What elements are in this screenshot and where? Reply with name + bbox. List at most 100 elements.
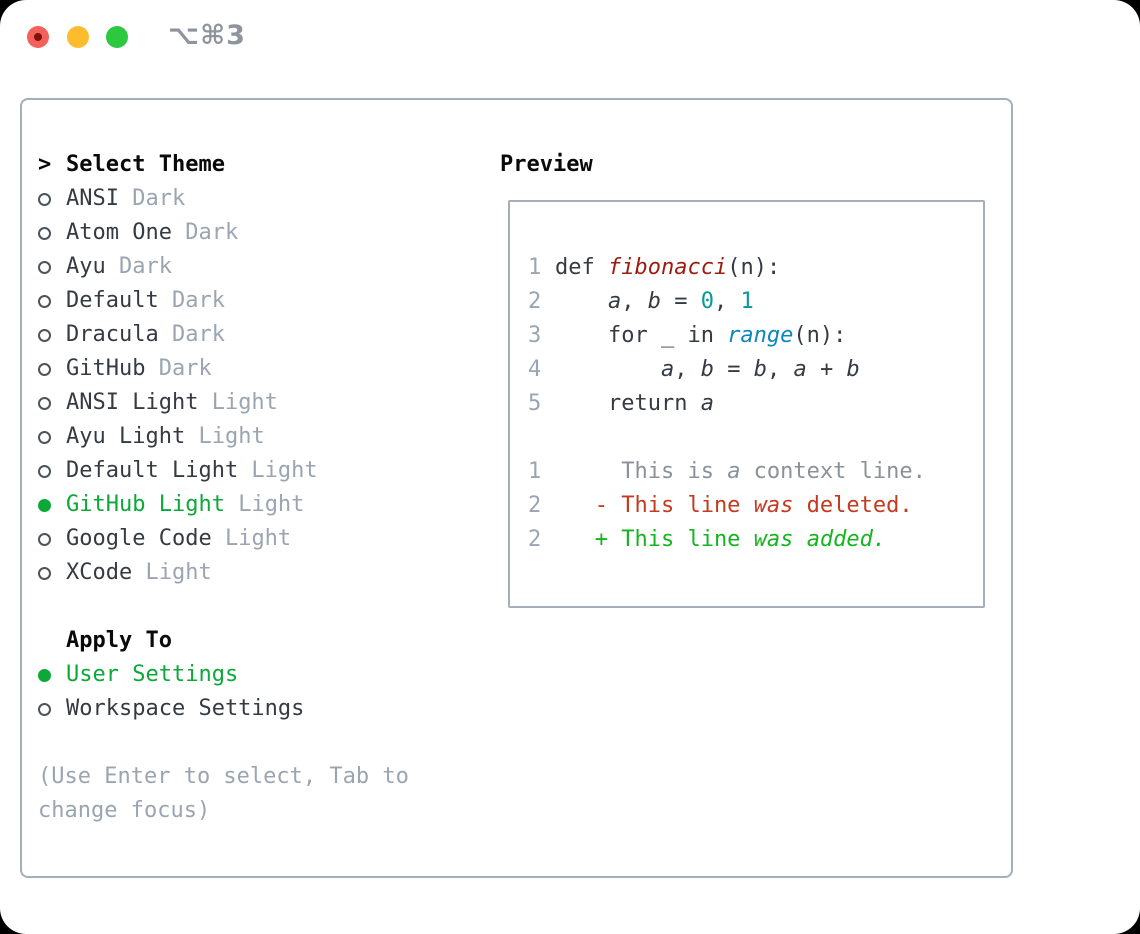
radio-gutter <box>38 658 66 692</box>
theme-option-atom-one[interactable]: Atom One Dark <box>38 216 409 250</box>
theme-variant-label: Light <box>224 492 305 517</box>
line-number: 3 <box>528 323 542 348</box>
radio-gutter <box>38 284 66 318</box>
radio-gutter <box>38 692 66 726</box>
line-content: a, b = b, a + b <box>555 353 860 387</box>
radio-gutter <box>38 386 66 420</box>
token-p: = <box>660 289 701 314</box>
line-number: 4 <box>528 357 542 382</box>
help-line-2: change focus) <box>38 798 211 823</box>
apply-option-workspace-settings[interactable]: Workspace Settings <box>38 692 409 726</box>
close-button[interactable] <box>27 26 49 48</box>
theme-variant-label: Dark <box>118 186 186 211</box>
token-v: a <box>607 289 622 314</box>
radio-selected-icon <box>38 668 51 682</box>
theme-name: XCode <box>66 560 133 585</box>
keyboard-shortcut-label: ⌥⌘3 <box>168 20 246 51</box>
focus-prompt-icon: > <box>38 152 52 177</box>
line-number: 2 <box>528 493 542 518</box>
theme-name: GitHub Light <box>66 492 225 517</box>
token-ctx: context line. <box>740 459 926 484</box>
radio-gutter <box>38 522 66 556</box>
theme-option-github[interactable]: GitHub Dark <box>38 352 409 386</box>
help-text: (Use Enter to select, Tab to change focu… <box>38 760 409 828</box>
theme-option-default[interactable]: Default Dark <box>38 284 409 318</box>
preview-title: Preview <box>500 152 593 177</box>
line-number: 2 <box>528 289 542 314</box>
theme-name: Ayu Light <box>66 424 186 449</box>
token-p: def <box>555 255 608 280</box>
line-number: 1 <box>528 255 542 280</box>
theme-option-ansi-light[interactable]: ANSI Light Light <box>38 386 409 420</box>
diff-line: 2 + This line was added. <box>528 523 983 557</box>
token-add <box>793 527 806 552</box>
token-p: , <box>674 357 701 382</box>
code-line: 4 a, b = b, a + b <box>528 353 983 387</box>
theme-name: Ayu <box>66 254 106 279</box>
radio-gutter <box>38 420 66 454</box>
radio-icon <box>38 226 51 240</box>
theme-option-google-code[interactable]: Google Code Light <box>38 522 409 556</box>
theme-variant-label: Dark <box>158 322 225 347</box>
radio-gutter <box>38 250 66 284</box>
code-line: 5 return a <box>528 387 983 421</box>
theme-option-default-light[interactable]: Default Light Light <box>38 454 409 488</box>
theme-name: Atom One <box>66 220 172 245</box>
line-content: return a <box>555 387 714 421</box>
line-content: + This line was added. <box>555 523 886 557</box>
diff-line: 1 This is a context line. <box>528 455 983 489</box>
token-p: = <box>713 357 754 382</box>
code-line: 2 a, b = 0, 1 <box>528 285 983 319</box>
apply-to-title: Apply To <box>66 628 172 653</box>
token-v: b <box>753 357 767 382</box>
line-content: This is a context line. <box>555 455 926 489</box>
token-p <box>555 289 608 314</box>
zoom-button[interactable] <box>106 26 128 48</box>
token-p: (n): <box>727 255 781 280</box>
radio-gutter <box>38 454 66 488</box>
token-v: a <box>793 357 807 382</box>
theme-option-xcode[interactable]: XCode Light <box>38 556 409 590</box>
line-number <box>528 421 542 455</box>
line-number: 1 <box>528 459 542 484</box>
radio-gutter <box>38 182 66 216</box>
token-p: (n): <box>793 323 847 348</box>
theme-variant-label: Dark <box>105 254 172 279</box>
theme-variant-label: Light <box>211 526 292 551</box>
radio-icon <box>38 396 51 410</box>
minimize-button[interactable] <box>67 26 89 48</box>
theme-option-ansi[interactable]: ANSI Dark <box>38 182 409 216</box>
token-ctx: a <box>727 459 741 484</box>
token-v: a <box>700 391 714 416</box>
theme-name: Dracula <box>66 322 159 347</box>
token-v: b <box>846 357 860 382</box>
theme-option-ayu[interactable]: Ayu Dark <box>38 250 409 284</box>
token-p: , <box>621 289 648 314</box>
help-line-1: (Use Enter to select, Tab to <box>38 764 409 789</box>
radio-gutter <box>38 488 66 522</box>
token-del: deleted. <box>793 493 913 518</box>
apply-option-user-settings[interactable]: User Settings <box>38 658 409 692</box>
token-v: b <box>647 289 661 314</box>
theme-name: ANSI <box>66 186 119 211</box>
radio-icon <box>38 362 51 376</box>
radio-gutter <box>38 216 66 250</box>
radio-selected-icon <box>38 498 51 512</box>
theme-variant-label: Light <box>198 390 278 415</box>
theme-option-github-light[interactable]: GitHub Light Light <box>38 488 409 522</box>
line-number: 5 <box>528 391 542 416</box>
theme-option-ayu-light[interactable]: Ayu Light Light <box>38 420 409 454</box>
theme-name: Default Light <box>66 458 239 483</box>
radio-icon <box>38 328 51 342</box>
radio-icon <box>38 566 51 580</box>
radio-gutter <box>38 352 66 386</box>
theme-option-dracula[interactable]: Dracula Dark <box>38 318 409 352</box>
token-num: 1 <box>740 289 754 314</box>
token-ctx: This is <box>555 459 728 484</box>
theme-variant-label: Light <box>132 560 212 585</box>
